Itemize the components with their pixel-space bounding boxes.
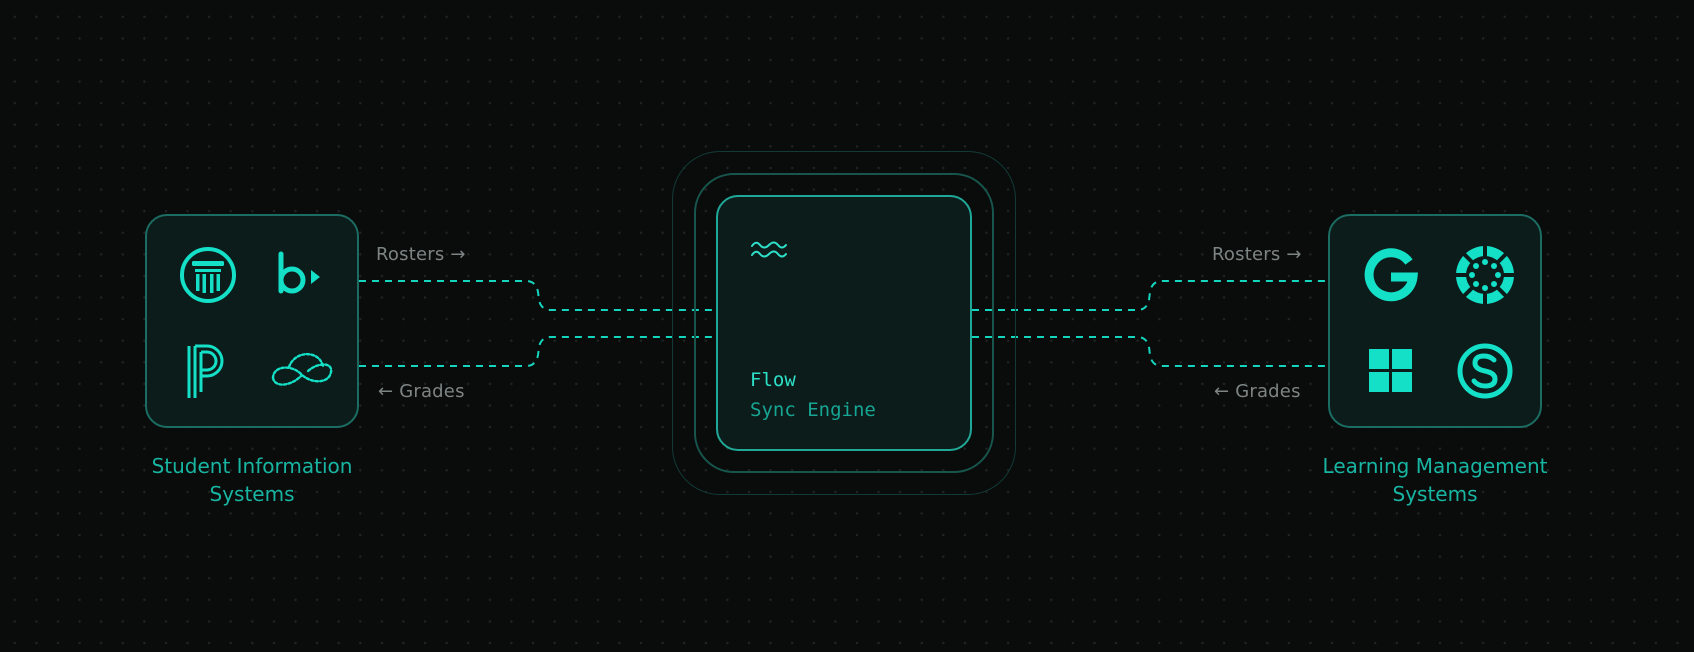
wire-lms-rosters	[972, 280, 1328, 311]
sis-grades-label: ← Grades	[378, 381, 465, 402]
sis-caption: Student Information Systems	[102, 452, 402, 508]
engine-outer-ring	[672, 151, 1016, 495]
sis-caption-line2: Systems	[209, 482, 295, 506]
waves-icon	[751, 241, 787, 258]
sync-engine-card: Flow Sync Engine	[716, 195, 972, 451]
lms-caption: Learning Management Systems	[1285, 452, 1585, 508]
google-g-icon	[1356, 240, 1426, 310]
sis-rosters-label: Rosters →	[376, 244, 466, 265]
schoology-s-icon	[1450, 336, 1520, 406]
engine-middle-ring	[694, 173, 994, 473]
b-arrow-icon	[267, 240, 337, 310]
wire-sis-rosters	[359, 280, 716, 311]
sis-caption-line1: Student Information	[151, 454, 353, 478]
infinity-loop-icon	[267, 336, 337, 406]
lms-caption-line1: Learning Management	[1322, 454, 1548, 478]
lms-card	[1328, 214, 1542, 428]
windows-icon	[1356, 336, 1426, 406]
engine-title: Flow	[750, 369, 796, 391]
lms-grades-label: ← Grades	[1214, 381, 1301, 402]
engine-subtitle: Sync Engine	[750, 399, 876, 421]
lms-caption-line2: Systems	[1392, 482, 1478, 506]
p-monogram-icon	[173, 336, 243, 406]
wire-sis-grades	[359, 336, 716, 367]
canvas-dots-icon	[1450, 240, 1520, 310]
sis-card	[145, 214, 359, 428]
wire-lms-grades	[972, 336, 1328, 367]
pillar-seal-icon	[173, 240, 243, 310]
lms-rosters-label: Rosters →	[1212, 244, 1302, 265]
